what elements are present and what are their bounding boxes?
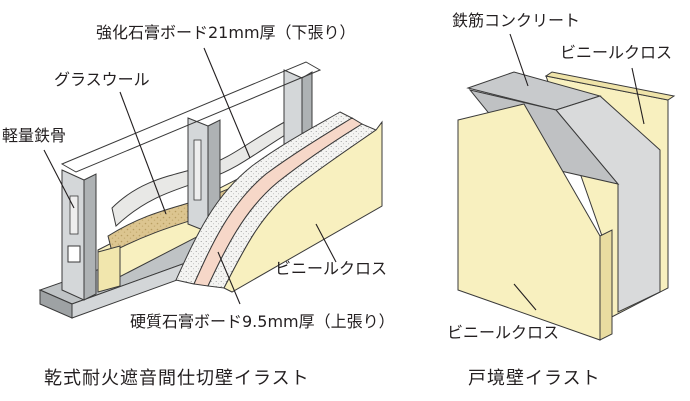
left-leader-lines bbox=[43, 47, 337, 305]
caption-partition-wall: 乾式耐火遮音間仕切壁イラスト bbox=[44, 368, 310, 389]
right-leader-lines bbox=[509, 33, 645, 311]
label-concrete: 鉄筋コンクリート bbox=[452, 11, 581, 30]
label-steel-frame: 軽量鉄骨 bbox=[2, 126, 67, 145]
label-vinyl-cloth-front: ビニールクロス bbox=[447, 323, 560, 342]
label-vinyl-cloth-top: ビニールクロス bbox=[560, 43, 673, 62]
vinyl-cloth-panel bbox=[223, 120, 383, 293]
front-vinyl-edge bbox=[599, 229, 613, 341]
party-wall-illustration bbox=[457, 71, 676, 341]
partition-wall-illustration bbox=[38, 61, 383, 319]
steel-stud-left bbox=[61, 169, 97, 301]
left-cream-panel bbox=[97, 245, 121, 293]
label-gypsum-9-5: 硬質石膏ボード9.5mm厚（上張り） bbox=[130, 312, 395, 331]
back-vinyl-edge bbox=[544, 71, 676, 101]
label-gypsum-21: 強化石膏ボード21mm厚（下張り） bbox=[96, 23, 356, 42]
steel-stud-middle bbox=[187, 117, 221, 233]
label-glass-wool: グラスウール bbox=[54, 70, 150, 89]
label-vinyl-cloth-left: ビニールクロス bbox=[275, 259, 388, 278]
caption-party-wall: 戸境壁イラスト bbox=[468, 368, 601, 389]
